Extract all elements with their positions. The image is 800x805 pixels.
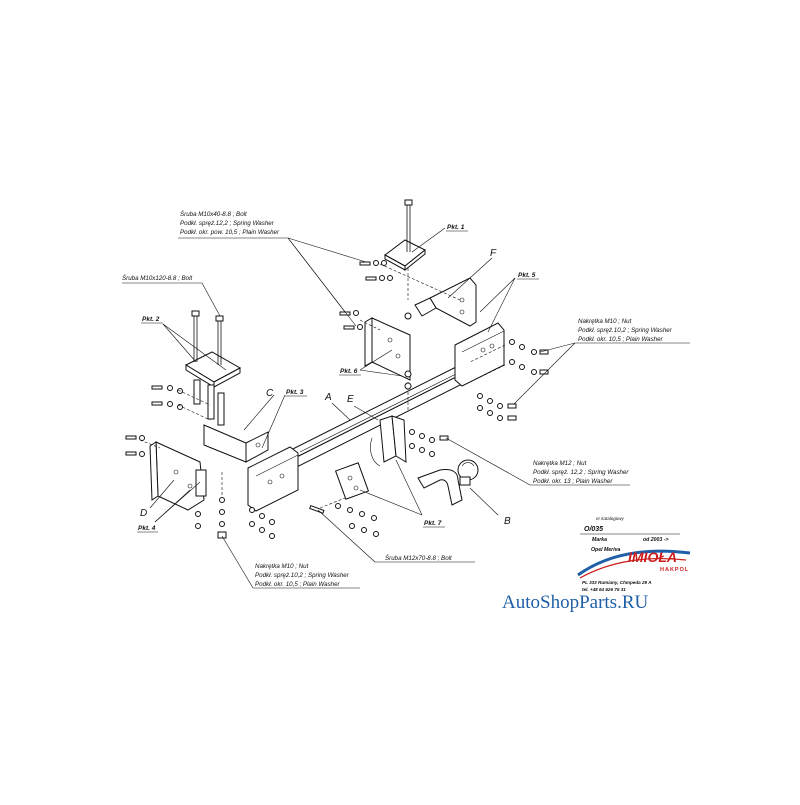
- bracket-e: [364, 317, 411, 410]
- brand-phone: tel. +48 64 626 75 31: [582, 587, 626, 592]
- left-bracket: [247, 446, 299, 512]
- towball-b: [417, 459, 479, 506]
- callout-bolt-m10x40: Śruba M10x40-8.8 ; Bolt: [180, 211, 247, 218]
- letter-a: A: [324, 392, 332, 403]
- callout-nut-m10-bottom: Nakrętka M10 ; Nut: [255, 563, 309, 570]
- callout-plain-washer-bottom: Podkł. okr. 10,5 ; Plain Washer: [255, 581, 341, 588]
- tag-pkt-5: Pkt. 5: [518, 272, 536, 279]
- letter-f: F: [490, 248, 497, 259]
- brand-logo: IMIOŁA HAKPOL PL 333 Rumiany, Chmpeda 29…: [577, 549, 691, 592]
- callout-plain-washer-top: Podkł. okr. pow. 10,5 ; Plain Washer: [180, 229, 280, 236]
- leader-lines: [122, 227, 690, 589]
- callout-spring-washer-mid: Podkł. spręż. 12,2 ; Spring Washer: [533, 469, 629, 476]
- brand-name: IMIOŁA: [628, 549, 677, 565]
- callout-nut-m10-right: Nakrętka M10 ; Nut: [578, 318, 632, 325]
- tag-pkt-6: Pkt. 6: [340, 368, 358, 375]
- tag-pkt-3: Pkt. 3: [286, 389, 304, 396]
- callout-spring-washer-right: Podkł. spręż.10,2 ; Spring Washer: [578, 327, 673, 334]
- callout-bolt-m10x120: Śruba M10x120-8.8 ; Bolt: [122, 275, 192, 282]
- tag-pkt-1: Pkt. 1: [447, 224, 465, 231]
- catalog-number: O/035: [584, 526, 603, 533]
- catalog-info: nr katalogowy O/035 Marka Opel Meriva od…: [580, 516, 680, 553]
- letter-d: D: [140, 508, 147, 519]
- tag-pkt-2: Pkt. 2: [142, 316, 160, 323]
- brand-address: PL 333 Rumiany, Chmpeda 29 A: [582, 580, 652, 585]
- callout-spring-washer-bottom: Podkł. spręż.10,2 ; Spring Washer: [255, 572, 350, 579]
- plate-pkt2: [184, 310, 242, 426]
- letter-c: C: [266, 388, 274, 399]
- watermark: AutoShopParts.RU: [502, 592, 648, 613]
- brand-sub: HAKPOL: [660, 567, 689, 573]
- tag-pkt-4: Pkt. 4: [138, 525, 156, 532]
- catalog-number-label: nr katalogowy: [596, 516, 625, 521]
- part-letters: A B C D E F: [140, 248, 511, 527]
- vehicle-model: Opel Meriva: [591, 547, 621, 553]
- callout-bolt-m12x70: Śruba M12x70-8.8 ; Bolt: [385, 555, 452, 562]
- right-bracket: [454, 322, 505, 387]
- callout-plain-washer-right: Podkł. okr. 10,5 ; Plain Washer: [578, 336, 664, 343]
- fasteners: [125, 260, 549, 539]
- callout-nut-m12: Nakrętka M12 ; Nut: [533, 460, 587, 467]
- callout-plain-washer-13: Podkł. okr. 13 ; Plain Washer: [533, 478, 613, 485]
- callout-texts: Śruba M10x40-8.8 ; Bolt Podkł. spręż.12,…: [122, 211, 673, 588]
- bracket-f: [414, 277, 477, 327]
- bracket-c: [203, 424, 269, 463]
- tag-pkt-7: Pkt. 7: [424, 520, 442, 527]
- part-tags: Pkt. 1 Pkt. 2 Pkt. 3 Pkt. 4 Pkt. 5 Pkt. …: [137, 224, 539, 533]
- letter-e: E: [347, 394, 354, 405]
- make-label: Marka: [592, 537, 607, 543]
- plate-pkt1: [384, 199, 426, 300]
- callout-spring-washer-top: Podkł. spręż.12,2 ; Spring Washer: [180, 220, 275, 227]
- production-since: od 2003 ->: [643, 537, 669, 543]
- letter-b: B: [504, 516, 511, 527]
- bracket-d: [149, 441, 207, 511]
- brand-swoosh: [577, 549, 691, 577]
